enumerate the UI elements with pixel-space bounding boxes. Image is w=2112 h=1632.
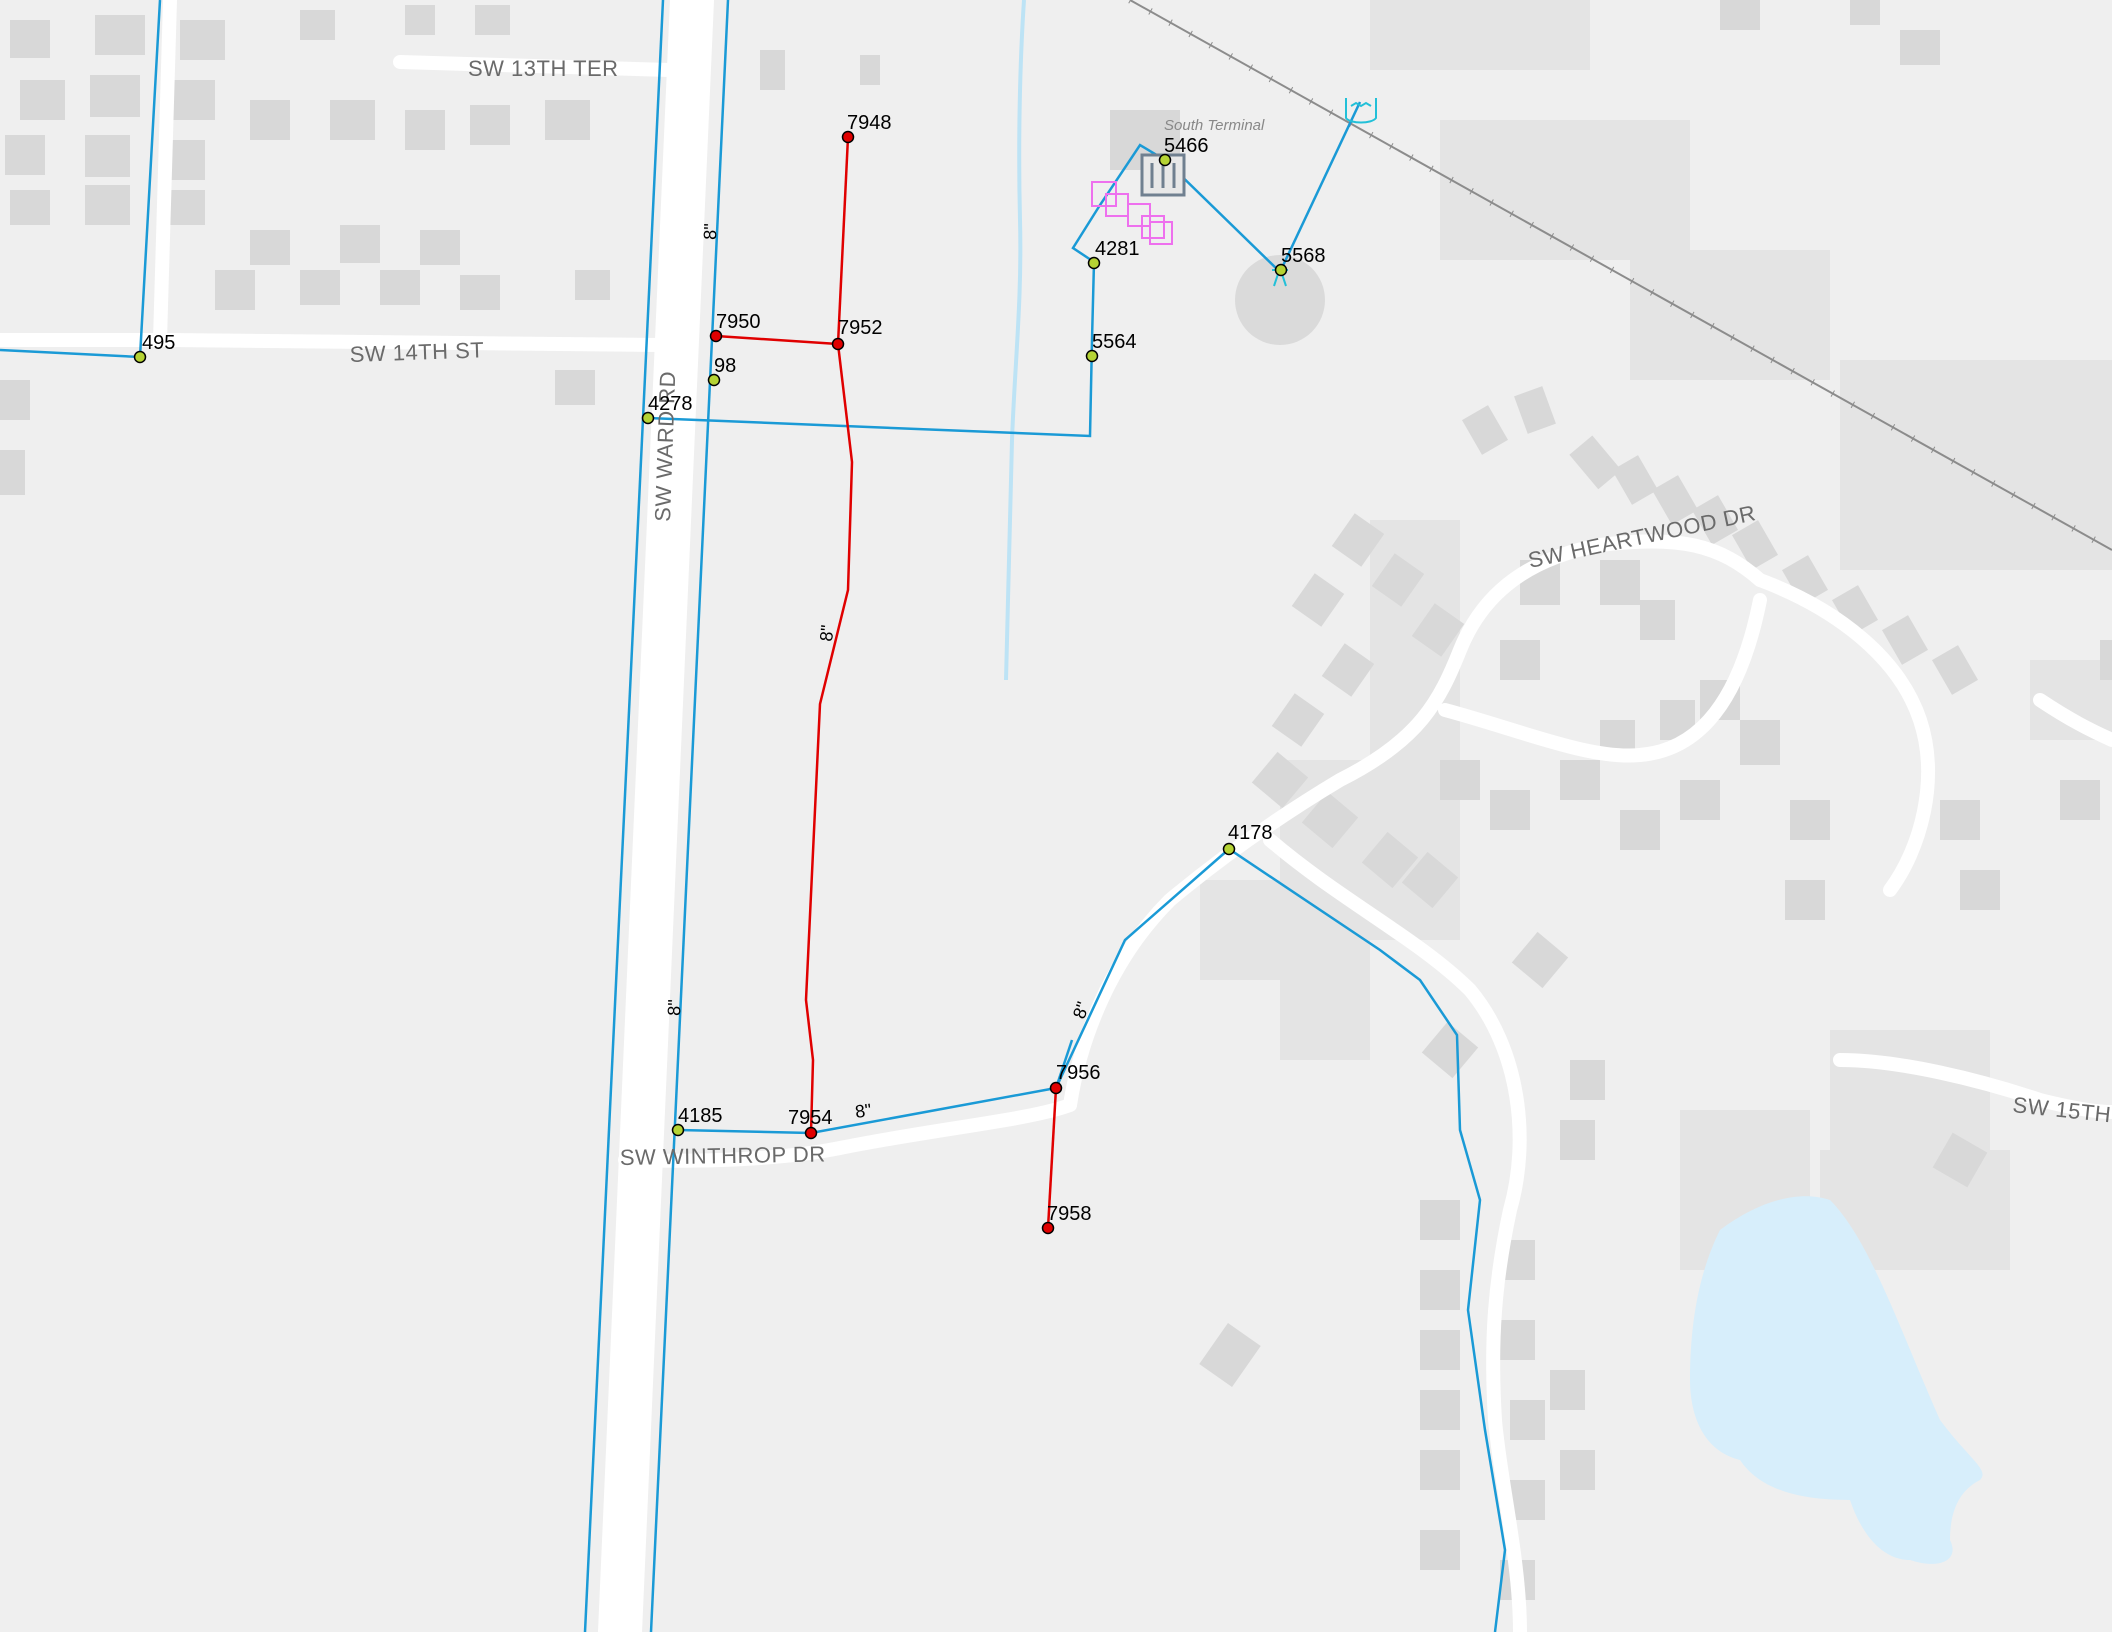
node-label: 5466 — [1164, 135, 1209, 157]
proposed-node[interactable]: 7950 — [709, 311, 761, 343]
node-label: 7958 — [1047, 1203, 1092, 1225]
node-label: 7956 — [1056, 1062, 1101, 1084]
existing-node[interactable]: 98 — [707, 355, 737, 387]
node-label: 7948 — [847, 112, 892, 134]
pipe-size-label: 8" — [816, 624, 838, 642]
node-label: 7954 — [788, 1107, 833, 1129]
node-label: 4178 — [1228, 822, 1273, 844]
node-label: 4278 — [648, 393, 693, 415]
pipe-size-label-layer: 8" 8" 8" 8" 8" — [664, 223, 1093, 1122]
node-label: 5564 — [1092, 331, 1137, 353]
street-label-sw-15th: SW 15TH — [2011, 1092, 2112, 1127]
existing-node[interactable]: 495 — [133, 332, 176, 364]
hydrant-icon[interactable] — [1091, 181, 1173, 245]
pipe-size-label: 8" — [700, 223, 721, 240]
proposed-node-layer: 7948 7950 7952 7954 7956 7958 — [709, 112, 1101, 1235]
street-label-sw-13th-ter: SW 13TH TER — [468, 56, 619, 81]
pipe-size-label: 8" — [664, 999, 685, 1016]
node-label: 5568 — [1281, 245, 1326, 267]
node-label: 4185 — [678, 1105, 723, 1127]
pipe-size-label: 8" — [1069, 999, 1093, 1021]
existing-node[interactable]: 5564 — [1085, 331, 1137, 363]
street-label-sw-ward-rd: SW WARD RD — [650, 371, 680, 523]
railroad — [1128, 0, 2112, 554]
facility-symbols: South Terminal — [1091, 98, 1377, 287]
proposed-node[interactable]: 7954 — [788, 1107, 833, 1140]
proposed-node[interactable]: 7948 — [841, 112, 892, 144]
existing-node[interactable]: 4278 — [641, 393, 693, 425]
pond — [1690, 1196, 1983, 1564]
creek — [1004, 0, 1026, 681]
node-label: 495 — [142, 332, 175, 354]
street-label-sw-winthrop-dr: SW WINTHROP DR — [620, 1141, 826, 1170]
node-label: 7950 — [716, 311, 761, 333]
existing-node[interactable]: 4178 — [1222, 822, 1273, 856]
existing-node[interactable]: 5568 — [1274, 245, 1326, 277]
street-label-sw-14th-st: SW 14TH ST — [349, 337, 484, 367]
existing-node[interactable]: 4281 — [1087, 238, 1140, 270]
tank-footprint — [1235, 255, 1325, 345]
proposed-node[interactable]: 7956 — [1049, 1062, 1101, 1095]
facility-label: South Terminal — [1164, 117, 1265, 134]
node-label: 4281 — [1095, 238, 1140, 260]
node-label: 7952 — [838, 317, 883, 339]
existing-node[interactable]: 4185 — [671, 1105, 723, 1137]
proposed-node[interactable]: 7958 — [1041, 1203, 1092, 1235]
existing-node[interactable]: 5466 — [1158, 135, 1209, 167]
node-label: 98 — [714, 355, 736, 377]
proposed-main-layer — [715, 136, 1058, 1229]
existing-node-layer: 495 4278 98 5466 4281 5564 5568 4185 — [133, 135, 1326, 1137]
pipe-size-label: 8" — [854, 1100, 873, 1122]
proposed-node[interactable]: 7952 — [831, 317, 883, 351]
